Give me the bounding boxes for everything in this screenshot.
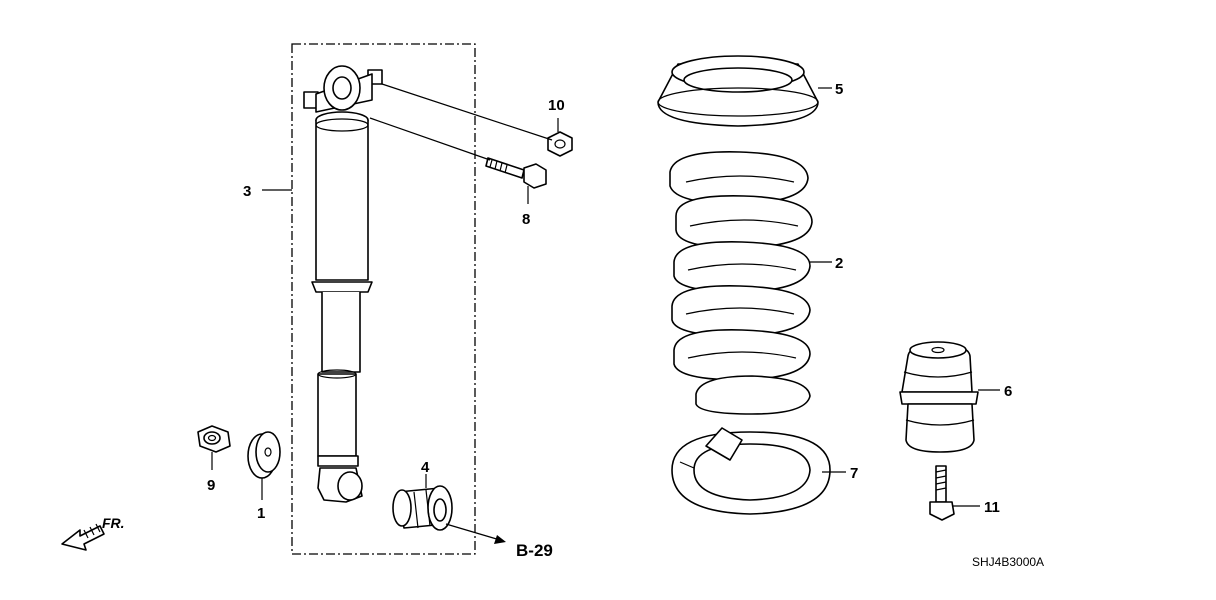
callout-9: 9 <box>207 477 215 494</box>
diagram-code: SHJ4B3000A <box>972 555 1044 569</box>
callout-11: 11 <box>984 499 1000 516</box>
bushing <box>392 485 453 531</box>
shock-absorber <box>303 65 383 503</box>
bump-stopper <box>899 341 979 453</box>
flange-bolt-11 <box>929 465 955 521</box>
callout-2: 2 <box>835 255 843 272</box>
leader-lines <box>211 83 1000 544</box>
coil-spring <box>669 151 813 415</box>
reference-b29[interactable]: B-29 <box>516 541 553 560</box>
callout-5: 5 <box>835 81 843 98</box>
callout-4: 4 <box>421 459 430 476</box>
front-direction-arrow: FR. <box>61 515 125 551</box>
fr-label: FR. <box>102 515 125 531</box>
flange-nut-9 <box>197 425 231 453</box>
callout-3: 3 <box>243 183 251 200</box>
callout-8: 8 <box>522 211 530 228</box>
callout-6: 6 <box>1004 383 1012 400</box>
callout-10: 10 <box>548 97 565 114</box>
lower-spring-seat <box>671 427 831 515</box>
callout-1: 1 <box>257 505 265 522</box>
flange-bolt-8 <box>485 157 547 189</box>
flange-nut-10 <box>547 131 573 157</box>
shock-assembly-box <box>291 43 476 555</box>
washer-1 <box>247 431 281 479</box>
upper-spring-seat <box>657 55 819 127</box>
callout-7: 7 <box>850 465 858 482</box>
